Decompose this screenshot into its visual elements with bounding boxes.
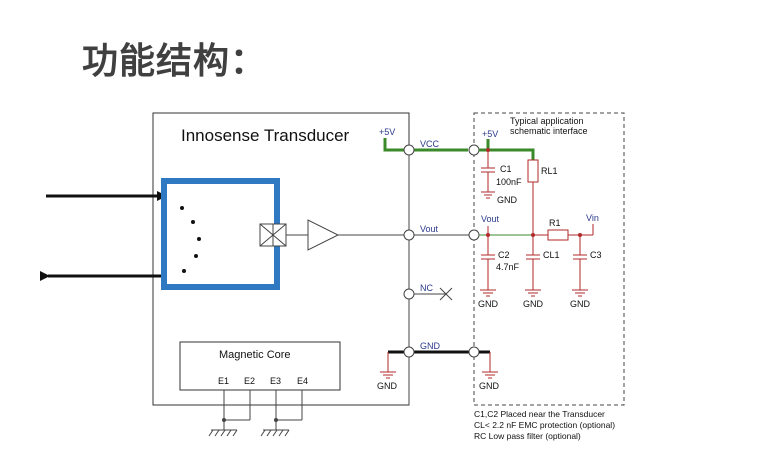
gnd-terminal: [403, 346, 415, 358]
note-1: C1,C2 Placed near the Transducer: [474, 409, 605, 419]
c1-value: 100nF: [496, 177, 522, 187]
pin-e1: E1: [218, 376, 229, 386]
vcc-connector: [468, 144, 480, 156]
rl1-label: RL1: [541, 166, 558, 176]
vout-node-label: Vout: [481, 214, 500, 224]
pin-wiring: [208, 390, 303, 437]
gnd-left-label: GND: [377, 381, 398, 391]
flux-arc: [180, 206, 201, 273]
r1-label: R1: [549, 218, 561, 228]
cl1-label: CL1: [543, 250, 560, 260]
app-title-line2: schematic interface: [510, 126, 588, 136]
pin-e4: E4: [297, 376, 308, 386]
plus5v-left: +5V: [379, 127, 395, 137]
vin-label: Vin: [586, 213, 599, 223]
vcc-label: VCC: [420, 139, 440, 149]
transducer-title: Innosense Transducer: [181, 126, 350, 145]
c2-value: 4.7nF: [496, 262, 520, 272]
pin-e3: E3: [270, 376, 281, 386]
c1-name: C1: [500, 164, 512, 174]
gnd-cl1: GND: [523, 299, 544, 309]
note-3: RC Low pass filter (optional): [474, 431, 581, 441]
vout-connector: [468, 229, 480, 241]
rl1-resistor: [527, 159, 539, 183]
gnd-c2: GND: [478, 299, 499, 309]
vout-terminal: [403, 229, 415, 241]
vout-label: Vout: [420, 224, 439, 234]
gnd-right-label: GND: [479, 381, 500, 391]
amplifier: [307, 219, 340, 251]
magnetic-core-box: [179, 341, 341, 391]
app-title-line1: Typical application: [510, 116, 584, 126]
plus5v-right: +5V: [482, 129, 498, 139]
gnd-c3: GND: [570, 299, 591, 309]
r1-resistor: [547, 229, 569, 241]
transducer-box: [152, 112, 410, 406]
nc-terminal: [403, 288, 415, 300]
c2-name: C2: [498, 250, 510, 260]
c1-gnd: GND: [497, 195, 518, 205]
vcc-terminal: [403, 144, 415, 156]
nc-label: NC: [420, 283, 433, 293]
gnd-connector: [468, 346, 480, 358]
c3-label: C3: [590, 250, 602, 260]
note-2: CL< 2.2 nF EMC protection (optional): [474, 420, 615, 430]
magnetic-core-label: Magnetic Core: [219, 349, 291, 361]
page-heading: 功能结构：: [82, 41, 268, 82]
pin-e2: E2: [244, 376, 255, 386]
gnd-label: GND: [420, 341, 441, 351]
application-box: [473, 112, 625, 406]
